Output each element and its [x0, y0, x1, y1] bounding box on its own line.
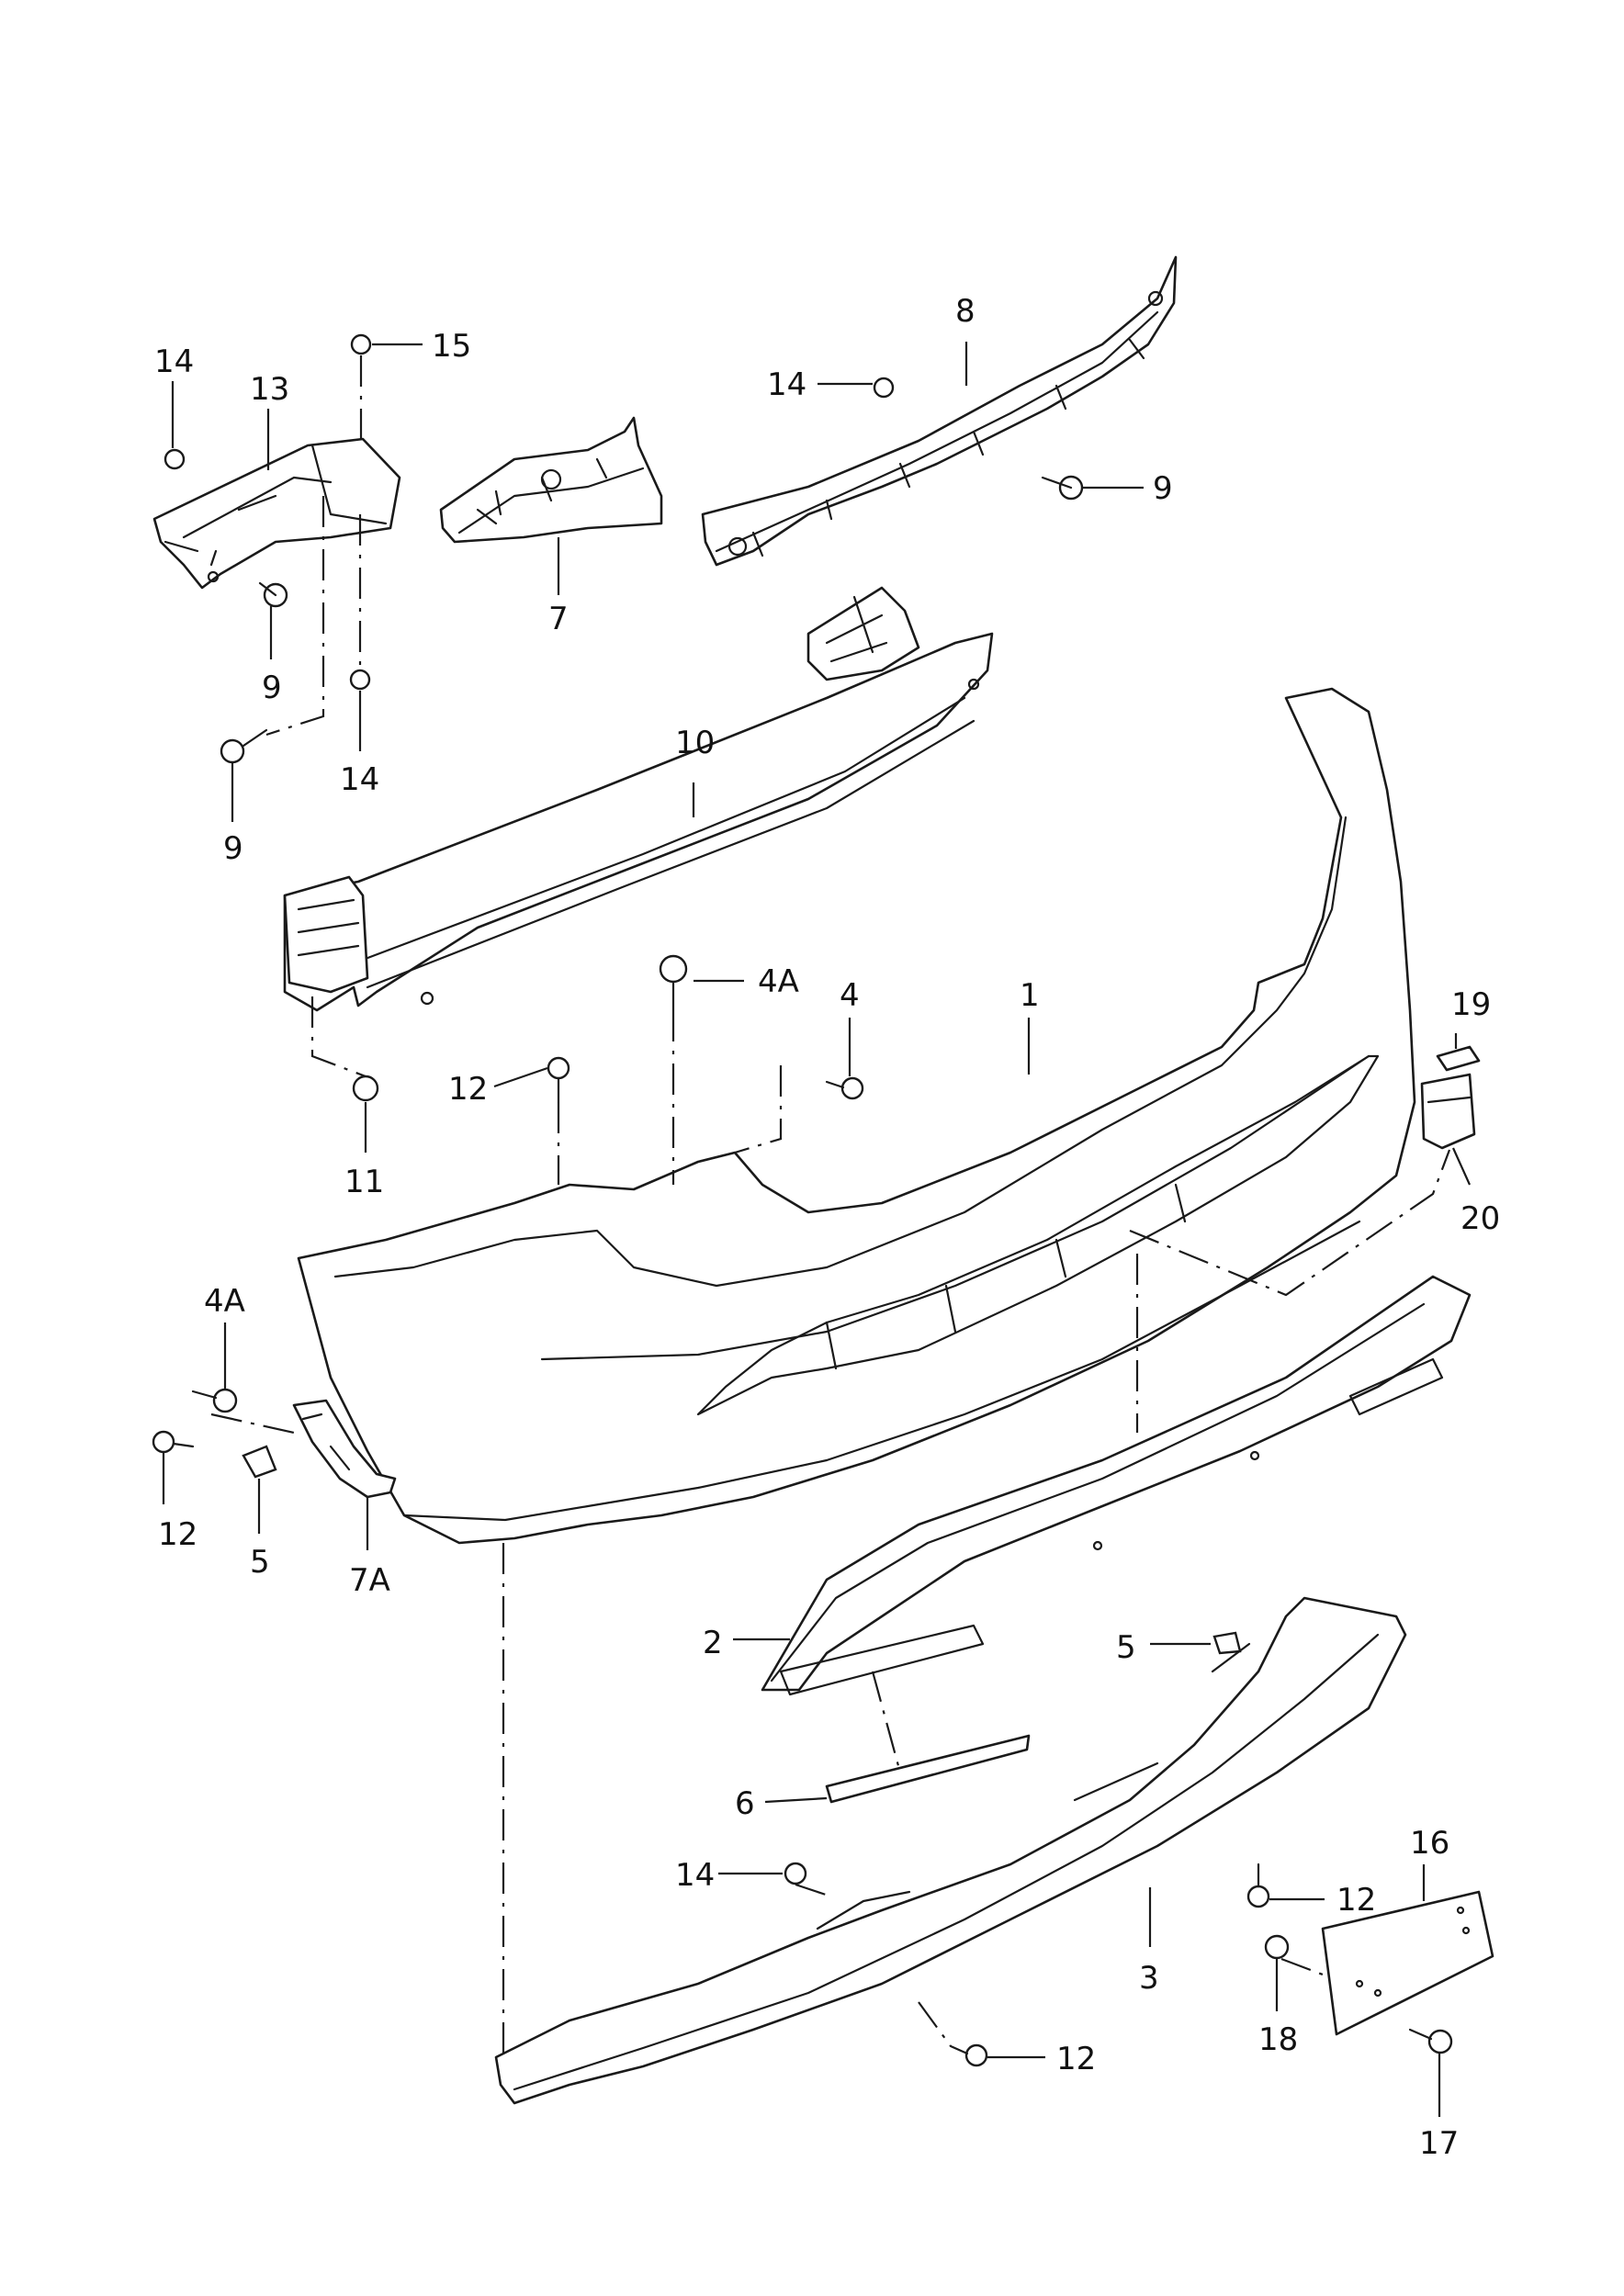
- callout-17: 17: [1419, 2125, 1459, 2162]
- bracket-8: [701, 255, 1178, 567]
- callout-15: 15: [432, 328, 471, 365]
- callout-4a: 4A: [204, 1283, 245, 1320]
- lower-spoiler-3: [494, 1596, 1407, 2105]
- clip-19: [1436, 1045, 1481, 1072]
- callout-11: 11: [344, 1164, 384, 1200]
- callout-12: 12: [1056, 2041, 1096, 2077]
- bracket-7: [439, 416, 663, 544]
- trim-strip-6: [825, 1734, 1031, 1804]
- callout-9: 9: [223, 830, 243, 867]
- callout-14: 14: [154, 343, 194, 380]
- callout-4: 4: [840, 977, 860, 1014]
- callout-5: 5: [1116, 1629, 1136, 1666]
- sensor-housing-20: [1420, 1073, 1476, 1150]
- plate-16: [1321, 1890, 1494, 2036]
- callout-9: 9: [1153, 470, 1173, 507]
- callout-4a: 4A: [758, 963, 799, 1000]
- bracket-13: [152, 437, 401, 590]
- callout-12: 12: [158, 1516, 197, 1553]
- callout-10: 10: [675, 725, 715, 761]
- callout-7a: 7A: [349, 1562, 390, 1599]
- callout-7: 7: [548, 601, 569, 637]
- alignment-lines: [210, 355, 1451, 2057]
- callout-12: 12: [1336, 1882, 1376, 1919]
- callout-16: 16: [1410, 1825, 1449, 1862]
- callout-5: 5: [250, 1544, 270, 1581]
- callout-2: 2: [703, 1625, 723, 1661]
- callout-18: 18: [1258, 2021, 1298, 2058]
- callout-20: 20: [1460, 1200, 1500, 1237]
- bracket-7a: [292, 1399, 397, 1499]
- callout-3: 3: [1139, 1960, 1159, 1997]
- diffuser-2: [761, 1275, 1472, 1696]
- callout-1: 1: [1020, 977, 1040, 1014]
- callout-19: 19: [1451, 986, 1491, 1023]
- callout-13: 13: [250, 371, 289, 408]
- bumper-cover-1: [297, 687, 1416, 1551]
- callout-14: 14: [340, 761, 379, 798]
- callout-6: 6: [735, 1785, 755, 1822]
- callout-14: 14: [767, 366, 806, 403]
- callout-labels: 14 13 15 9 14 9 7 8 14 9 10 4A 4 1 12 11…: [154, 293, 1500, 2162]
- impact-bar-10: [283, 586, 994, 1012]
- callout-12: 12: [448, 1071, 488, 1108]
- callout-8: 8: [955, 293, 976, 330]
- leader-lines: [162, 342, 1472, 2117]
- callout-9: 9: [262, 670, 282, 706]
- callout-14: 14: [675, 1857, 715, 1894]
